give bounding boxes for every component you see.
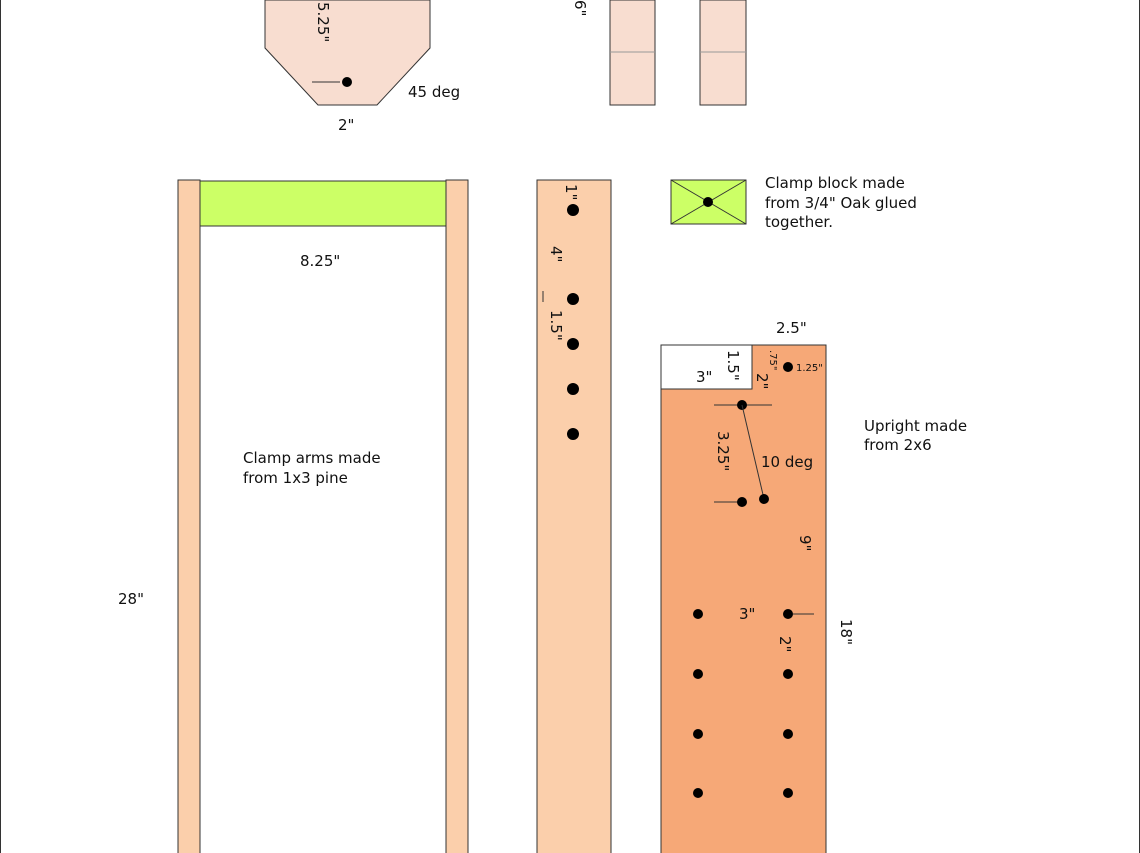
clamp-block-detail: Clamp block made from 3/4" Oak glued tog…	[670, 174, 917, 231]
notch-height-label: 1.5"	[724, 350, 742, 381]
arm-hole-3	[567, 338, 579, 350]
clamp-arm-left	[177, 179, 201, 853]
head-angle-label: 45 deg	[408, 83, 460, 101]
upright-2a-label: 2"	[753, 373, 771, 389]
upright-top-label: 2.5"	[776, 319, 807, 337]
upright-note-line2: from 2x6	[864, 436, 932, 454]
upright-angle-label: 10 deg	[761, 453, 813, 471]
head-hole	[342, 77, 352, 87]
clamp-block-note-line2: from 3/4" Oak glued	[765, 194, 917, 212]
head-outline	[264, 0, 431, 106]
pivot-lower-hole	[737, 497, 747, 507]
arm-hole-5	[567, 428, 579, 440]
arm-length-label: 28"	[118, 590, 144, 608]
upright-325-label: 3.25"	[714, 431, 732, 471]
upright-hole-l1	[693, 609, 703, 619]
upright-hole-r4	[783, 788, 793, 798]
arm-hole-1	[567, 204, 579, 216]
head-piece: 5.25" 45 deg 2"	[264, 0, 460, 134]
pivot-angled-hole	[759, 494, 769, 504]
arm-hole-3-label: 1.5"	[547, 310, 565, 341]
upright-125-label: 1.25"	[796, 363, 823, 374]
clamp-arms-note-line2: from 1x3 pine	[243, 469, 348, 487]
upright-075-label: .75"	[767, 350, 778, 371]
clamp-frame: 8.25" 28" Clamp arms made from 1x3 pine	[118, 179, 469, 853]
arm-hole-2	[567, 293, 579, 305]
short-posts: 6"	[571, 0, 747, 106]
block-center-hole	[703, 197, 713, 207]
arm-strip-outline	[536, 179, 612, 853]
clamp-block	[199, 180, 447, 227]
upright-notch	[660, 344, 753, 390]
upright-hole-r1	[783, 609, 793, 619]
upright-hole-l4	[693, 788, 703, 798]
upright-body	[660, 344, 827, 853]
upright-hole-r3	[783, 729, 793, 739]
upright-hole-l2	[693, 669, 703, 679]
head-bottom-label: 2"	[338, 116, 354, 134]
notch-width-label: 3"	[696, 368, 712, 386]
clamp-arm-right	[445, 179, 469, 853]
head-height-label: 5.25"	[314, 2, 332, 42]
upright: 2.5" 3" 1.5" .75" 1.25" 2" 3.25" 10 deg …	[660, 319, 967, 853]
upright-hole-l3	[693, 729, 703, 739]
clamp-block-note-line1: Clamp block made	[765, 174, 905, 192]
upright-18-label: 18"	[837, 619, 855, 645]
upright-9-label: 9"	[796, 535, 814, 551]
arm-hole-4	[567, 383, 579, 395]
upright-2b-label: 2"	[776, 636, 794, 652]
upright-top-hole	[783, 362, 793, 372]
pivot-angle-line	[741, 404, 765, 500]
upright-3-label: 3"	[739, 605, 755, 623]
upright-note-line1: Upright made	[864, 417, 967, 435]
posts-top-label: 6"	[571, 0, 589, 16]
clamp-block-note-line3: together.	[765, 213, 833, 231]
upright-hole-r2	[783, 669, 793, 679]
arm-strip: 1" 4" 1.5"	[536, 179, 612, 853]
clamp-arms-note-line1: Clamp arms made	[243, 449, 381, 467]
block-width-label: 8.25"	[300, 252, 340, 270]
arm-hole-2-label: 4"	[547, 246, 565, 262]
arm-hole-1-label: 1"	[562, 184, 580, 200]
